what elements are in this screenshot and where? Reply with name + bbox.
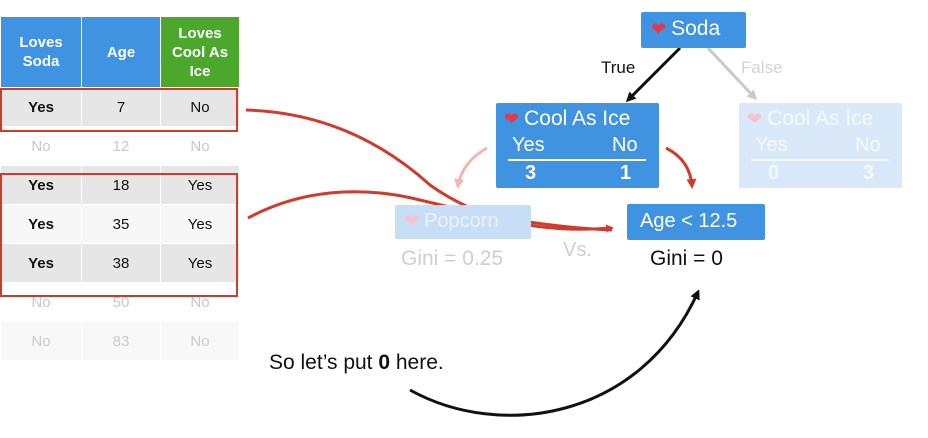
faded-no-count: 3: [863, 162, 875, 184]
true-label: True: [601, 58, 636, 77]
cell-age: 38: [81, 243, 161, 283]
no-count: 1: [620, 162, 632, 184]
cell-loves-cool-as-ice: Yes: [160, 204, 240, 244]
node-divider: [508, 159, 646, 161]
cool-as-ice-node-label: Cool As Ice: [524, 107, 631, 130]
faded-yes-column-label: Yes: [755, 134, 788, 156]
popcorn-node-label: Popcorn: [424, 210, 499, 232]
header-age: Age: [81, 16, 161, 88]
faded-cool-as-ice-node: ❤Cool As Ice Yes No 0 3: [739, 103, 902, 188]
cell-age: 83: [81, 321, 161, 361]
true-branch-arrow: [625, 46, 682, 103]
table-row: No 50 No: [0, 282, 240, 322]
age-branch-arrow: [665, 146, 697, 189]
cell-age: 50: [81, 282, 161, 322]
caption-prefix: So let’s put: [269, 351, 379, 374]
selection-box-row-1: [0, 88, 238, 132]
row-1-curve-arrow: [245, 108, 614, 233]
root-node-soda: ❤Soda: [641, 12, 746, 48]
popcorn-gini: Gini = 0.25: [401, 247, 504, 270]
cell-loves-soda: No: [0, 126, 82, 166]
table-row: No 83 No: [0, 321, 240, 361]
root-node-label: Soda: [671, 17, 721, 40]
selection-box-rows-3-5: [0, 173, 238, 297]
false-branch-arrow: [706, 46, 758, 101]
rows-3-5-curve-arrow: [247, 190, 613, 232]
cell-loves-cool-as-ice: No: [160, 87, 240, 127]
cell-loves-cool-as-ice: Yes: [160, 165, 240, 205]
cell-loves-cool-as-ice: No: [160, 126, 240, 166]
heart-icon: ❤: [404, 211, 420, 231]
popcorn-node: ❤Popcorn: [395, 205, 531, 239]
cell-age: 35: [81, 204, 161, 244]
age-node-label: Age < 12.5: [640, 210, 738, 232]
table-row: Yes 38 Yes: [0, 243, 240, 283]
yes-count: 3: [525, 162, 537, 184]
cell-loves-soda: Yes: [0, 165, 82, 205]
cool-as-ice-node: ❤Cool As Ice Yes No 3 1: [496, 103, 659, 188]
table-row: Yes 18 Yes: [0, 165, 240, 205]
heart-icon: ❤: [504, 109, 520, 129]
caption: So let’s put 0 here.: [269, 351, 444, 375]
faded-node-label: Cool As Ice: [767, 107, 874, 130]
cell-loves-soda: Yes: [0, 204, 82, 244]
caption-suffix: here.: [390, 351, 444, 374]
table-row: No 12 No: [0, 126, 240, 166]
heart-icon: ❤: [651, 19, 667, 39]
faded-no-column-label: No: [855, 134, 881, 156]
cell-loves-cool-as-ice: No: [160, 321, 240, 361]
faded-node-divider: [751, 159, 889, 161]
cell-loves-soda: No: [0, 321, 82, 361]
popcorn-branch-arrow: [454, 146, 488, 189]
false-label: False: [741, 58, 783, 77]
age-node: Age < 12.5: [627, 204, 765, 240]
heart-icon: ❤: [747, 109, 763, 129]
cell-age: 18: [81, 165, 161, 205]
versus-label: Vs.: [563, 239, 592, 261]
no-column-label: No: [612, 134, 638, 156]
age-gini: Gini = 0: [650, 247, 723, 270]
faded-yes-count: 0: [768, 162, 780, 184]
caption-arrow: [409, 289, 700, 417]
yes-column-label: Yes: [512, 134, 545, 156]
table-row: Yes 35 Yes: [0, 204, 240, 244]
cell-loves-soda: Yes: [0, 87, 82, 127]
caption-bold: 0: [378, 351, 391, 374]
cell-loves-cool-as-ice: Yes: [160, 243, 240, 283]
